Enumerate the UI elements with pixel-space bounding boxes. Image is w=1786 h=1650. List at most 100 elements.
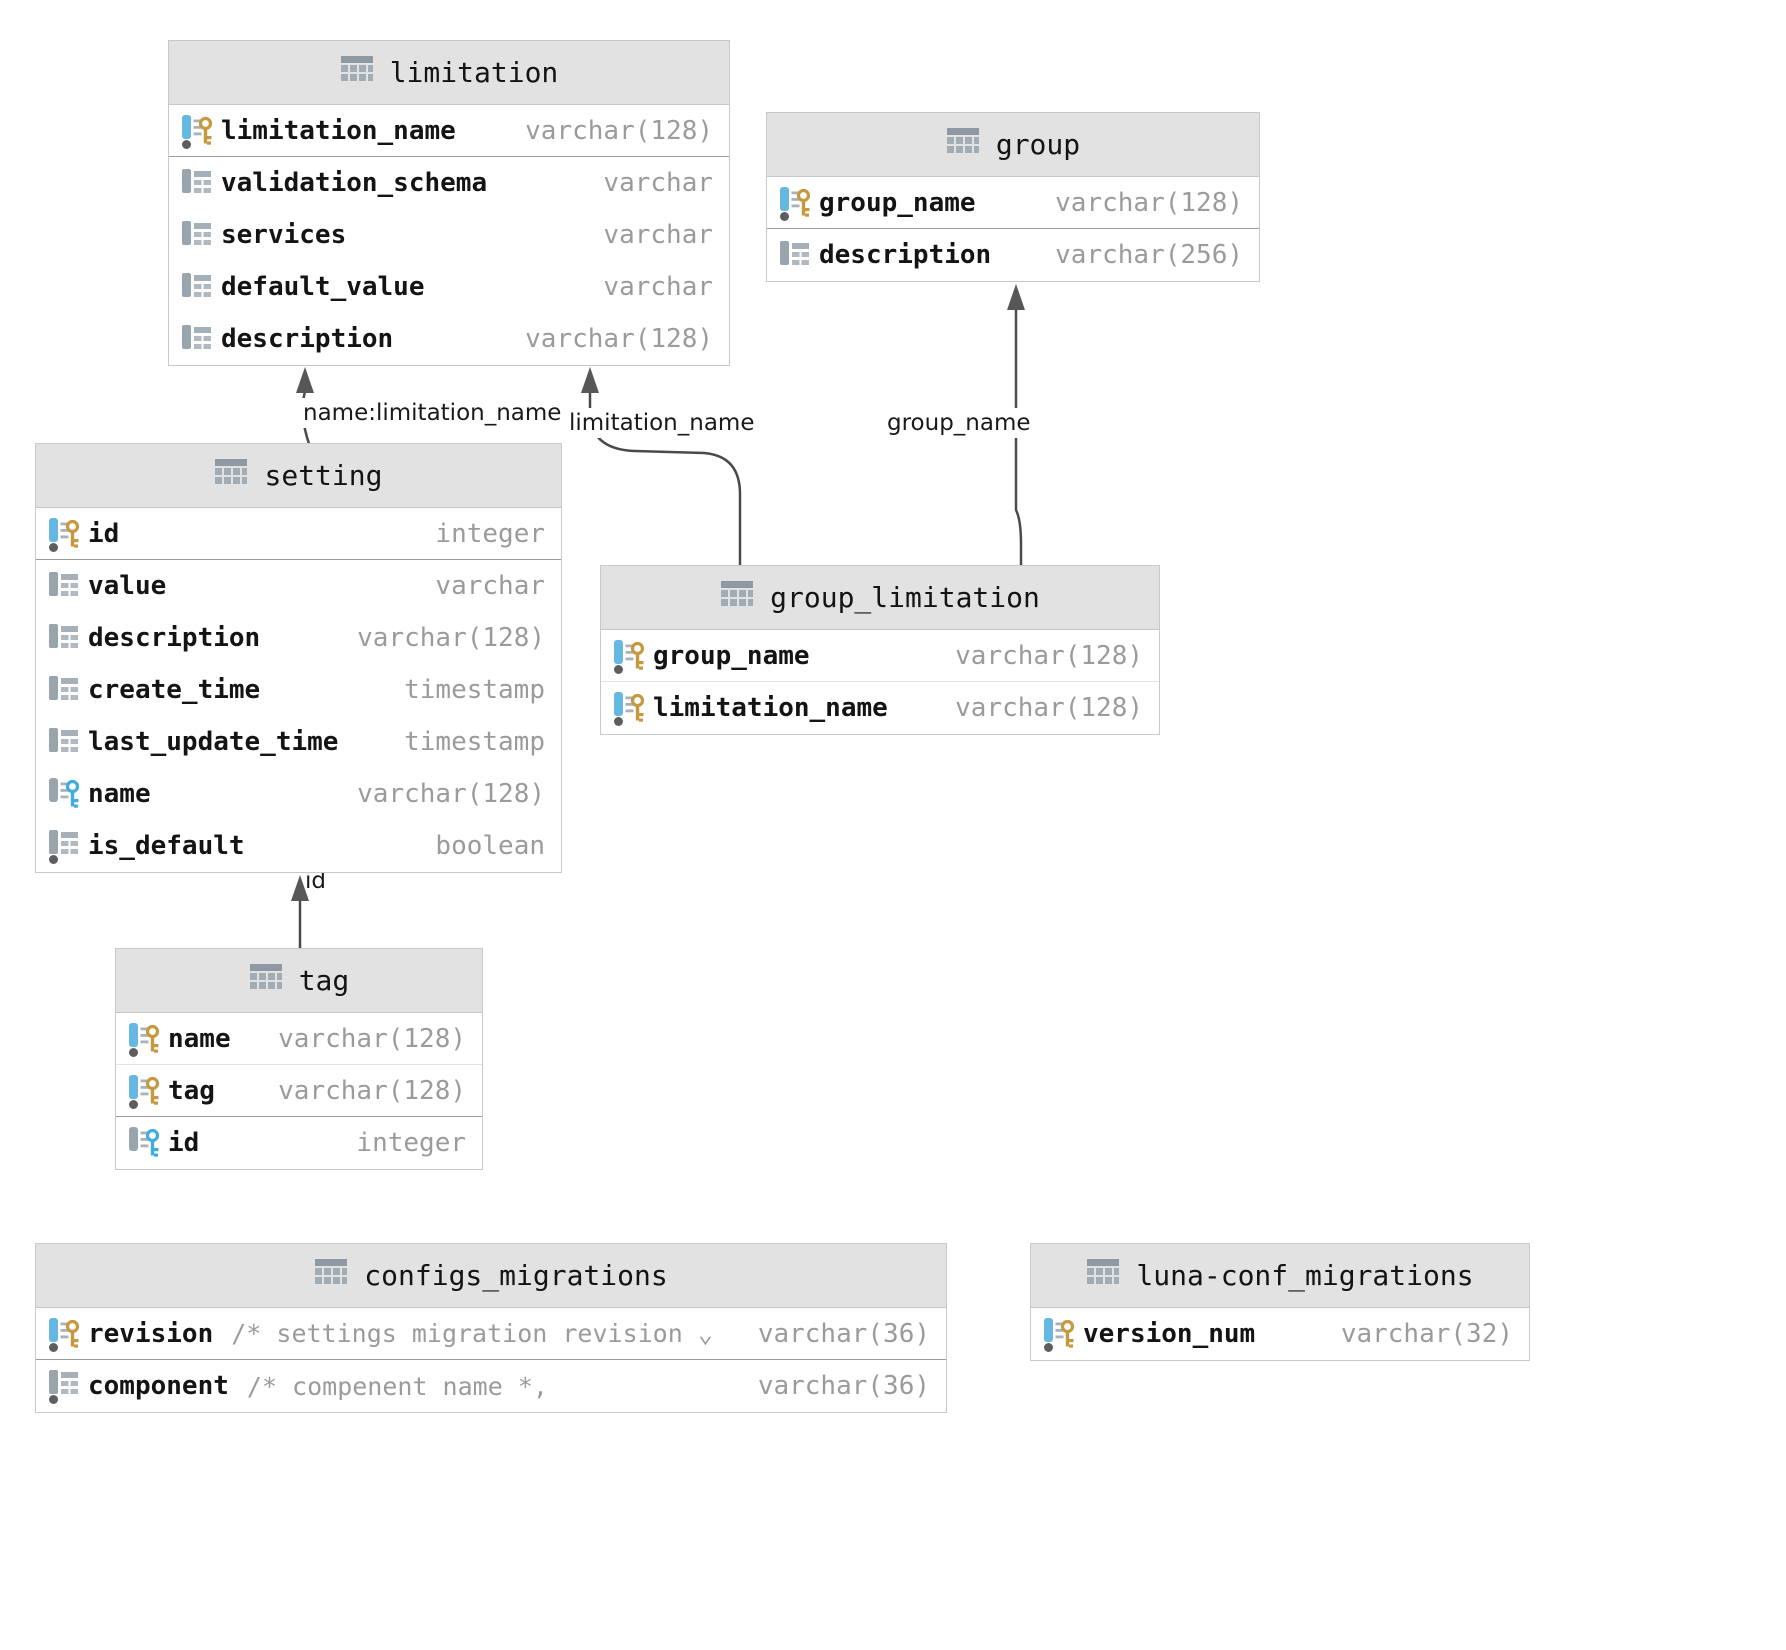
- table-row[interactable]: validation_schema varchar: [169, 157, 729, 209]
- table-row[interactable]: tag varchar(128): [116, 1065, 482, 1117]
- primary-key-icon: [1041, 1316, 1083, 1352]
- relationship-label: name:limitation_name: [300, 398, 565, 428]
- table-row[interactable]: group_name varchar(128): [601, 630, 1159, 682]
- column-type: varchar(128): [278, 1023, 466, 1054]
- table-header[interactable]: limitation: [169, 41, 729, 105]
- table-row[interactable]: revision /* settings migration revision …: [36, 1308, 946, 1360]
- table-row[interactable]: id integer: [36, 508, 561, 560]
- column-name: group_name: [819, 187, 976, 218]
- table-row[interactable]: is_default boolean: [36, 820, 561, 872]
- relationship-label: id: [305, 868, 326, 894]
- column-icon: [179, 165, 221, 201]
- primary-key-icon: [179, 113, 221, 149]
- column-type: varchar(128): [955, 693, 1143, 723]
- table-row[interactable]: id integer: [116, 1117, 482, 1169]
- table-row[interactable]: create_time timestamp: [36, 664, 561, 716]
- table-group-limitation: group_limitation group_name varchar(128)…: [600, 565, 1160, 735]
- table-row[interactable]: default_value varchar: [169, 261, 729, 313]
- table-row[interactable]: services varchar: [169, 209, 729, 261]
- table-title: group: [995, 128, 1081, 161]
- column-name: default_value: [221, 272, 425, 302]
- column-type: varchar(32): [1340, 1319, 1513, 1349]
- relationship-label: limitation_name: [566, 408, 758, 438]
- table-setting: setting id integer value varchar: [35, 443, 562, 873]
- table-header[interactable]: configs_migrations: [36, 1244, 946, 1308]
- table-title: tag: [298, 964, 350, 997]
- column-type: varchar(256): [1055, 240, 1243, 270]
- table-row[interactable]: name varchar(128): [116, 1013, 482, 1065]
- primary-key-icon: [611, 690, 653, 726]
- table-row[interactable]: last_update_time timestamp: [36, 716, 561, 768]
- table-row[interactable]: component /* compenent name *, varchar(3…: [36, 1360, 946, 1412]
- column-icon: [46, 620, 88, 656]
- column-name: version_num: [1083, 1319, 1256, 1349]
- column-icon: [46, 724, 88, 760]
- column-icon: [179, 217, 221, 253]
- table-header[interactable]: luna-conf_migrations: [1031, 1244, 1529, 1308]
- table-row[interactable]: limitation_name varchar(128): [169, 105, 729, 157]
- column-name: limitation_name: [653, 693, 888, 723]
- relationship-line-grouplimitation-limitation[interactable]: [581, 367, 742, 566]
- primary-key-icon: [46, 516, 88, 552]
- column-type: varchar(128): [525, 324, 713, 354]
- column-name: component: [88, 1371, 229, 1401]
- column-type: varchar(128): [1055, 187, 1243, 218]
- column-name: limitation_name: [221, 115, 456, 146]
- column-type: varchar(128): [357, 623, 545, 653]
- primary-key-icon: [126, 1073, 168, 1109]
- column-name: revision: [88, 1318, 214, 1349]
- primary-key-icon: [126, 1021, 168, 1057]
- table-row[interactable]: value varchar: [36, 560, 561, 612]
- relationship-label: group_name: [884, 408, 1034, 438]
- column-type: integer: [356, 1128, 466, 1158]
- column-type: varchar(128): [278, 1075, 466, 1106]
- table-configs-migrations: configs_migrations revision /* settings …: [35, 1243, 947, 1413]
- column-type: varchar(128): [357, 779, 545, 809]
- table-row[interactable]: version_num varchar(32): [1031, 1308, 1529, 1360]
- table-icon: [340, 54, 374, 91]
- column-type: varchar: [603, 272, 713, 302]
- column-type: varchar(128): [525, 115, 713, 146]
- column-icon: [46, 1368, 88, 1404]
- table-row[interactable]: description varchar(128): [169, 313, 729, 365]
- table-row[interactable]: limitation_name varchar(128): [601, 682, 1159, 734]
- table-icon: [249, 962, 283, 999]
- column-type: timestamp: [404, 675, 545, 705]
- table-header[interactable]: tag: [116, 949, 482, 1013]
- table-title: luna-conf_migrations: [1136, 1259, 1474, 1292]
- column-icon: [46, 672, 88, 708]
- table-group: group group_name varchar(128) descriptio…: [766, 112, 1260, 282]
- table-icon: [1086, 1257, 1120, 1294]
- table-header[interactable]: group_limitation: [601, 566, 1159, 630]
- table-icon: [720, 579, 754, 616]
- table-row[interactable]: description varchar(256): [767, 229, 1259, 281]
- column-name: services: [221, 220, 347, 250]
- column-comment: /* compenent name *,: [246, 1371, 548, 1401]
- table-header[interactable]: setting: [36, 444, 561, 508]
- column-type: varchar(36): [757, 1318, 930, 1349]
- table-title: setting: [264, 459, 383, 492]
- table-header[interactable]: group: [767, 113, 1259, 177]
- column-type: varchar: [603, 168, 713, 198]
- column-icon: [46, 568, 88, 604]
- column-name: description: [819, 240, 992, 270]
- column-type: varchar(36): [757, 1371, 930, 1401]
- column-name: name: [168, 1023, 231, 1054]
- foreign-key-icon: [126, 1125, 168, 1161]
- table-row[interactable]: name varchar(128): [36, 768, 561, 820]
- column-name: tag: [168, 1075, 215, 1106]
- column-name: id: [168, 1128, 200, 1158]
- table-luna-conf-migrations: luna-conf_migrations version_num varchar…: [1030, 1243, 1530, 1361]
- table-icon: [214, 457, 248, 494]
- table-title: group_limitation: [770, 581, 1040, 614]
- table-icon: [314, 1257, 348, 1294]
- table-row[interactable]: description varchar(128): [36, 612, 561, 664]
- table-tag: tag name varchar(128) tag varchar(128): [115, 948, 483, 1170]
- column-name: description: [221, 324, 394, 354]
- column-icon: [46, 828, 88, 864]
- column-name: description: [88, 623, 261, 653]
- column-name: is_default: [88, 831, 245, 861]
- table-title: limitation: [389, 56, 559, 89]
- table-row[interactable]: group_name varchar(128): [767, 177, 1259, 229]
